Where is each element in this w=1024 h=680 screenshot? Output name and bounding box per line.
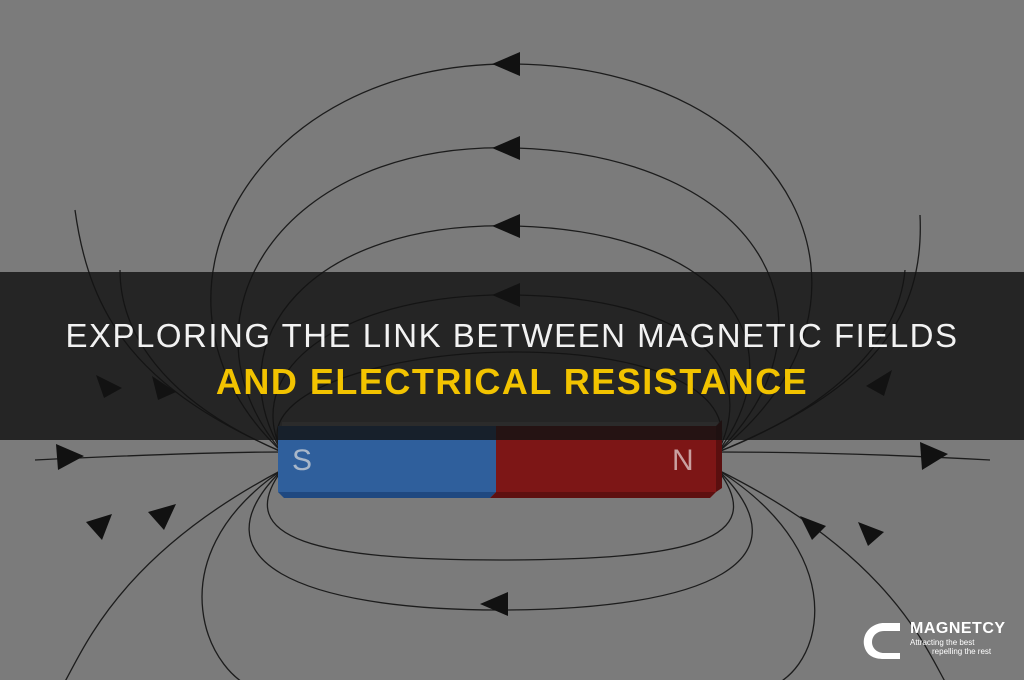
magnet-logo-icon — [863, 623, 900, 659]
field-arrow — [800, 516, 826, 540]
page-title-line-2: and electrical resistance — [215, 361, 809, 402]
field-arrow — [492, 136, 520, 160]
magnet-north-label: N — [672, 444, 694, 477]
field-arrow — [858, 522, 884, 546]
field-line — [266, 469, 735, 561]
field-arrow — [920, 442, 948, 470]
field-arrow — [492, 52, 520, 76]
field-arrow — [148, 504, 176, 530]
brand-logo: MAGNETCY Attracting the best repelling t… — [858, 613, 1018, 663]
magnet-south-label: S — [292, 444, 312, 477]
page-title-line-1: Exploring the link between magnetic fiel… — [65, 317, 959, 354]
field-arrow — [480, 592, 508, 616]
field-line — [201, 469, 283, 680]
field-line — [717, 469, 816, 680]
field-arrow — [492, 214, 520, 238]
field-arrow — [56, 444, 84, 470]
brand-name: MAGNETCY — [910, 620, 1006, 637]
field-line — [717, 451, 991, 461]
field-line — [65, 469, 283, 680]
field-line — [717, 469, 945, 680]
field-arrow — [86, 514, 112, 540]
brand-tagline-1: Attracting the best — [910, 638, 975, 647]
brand-tagline-2: repelling the rest — [932, 647, 992, 656]
title-banner: Exploring the link between magnetic fiel… — [0, 272, 1024, 440]
